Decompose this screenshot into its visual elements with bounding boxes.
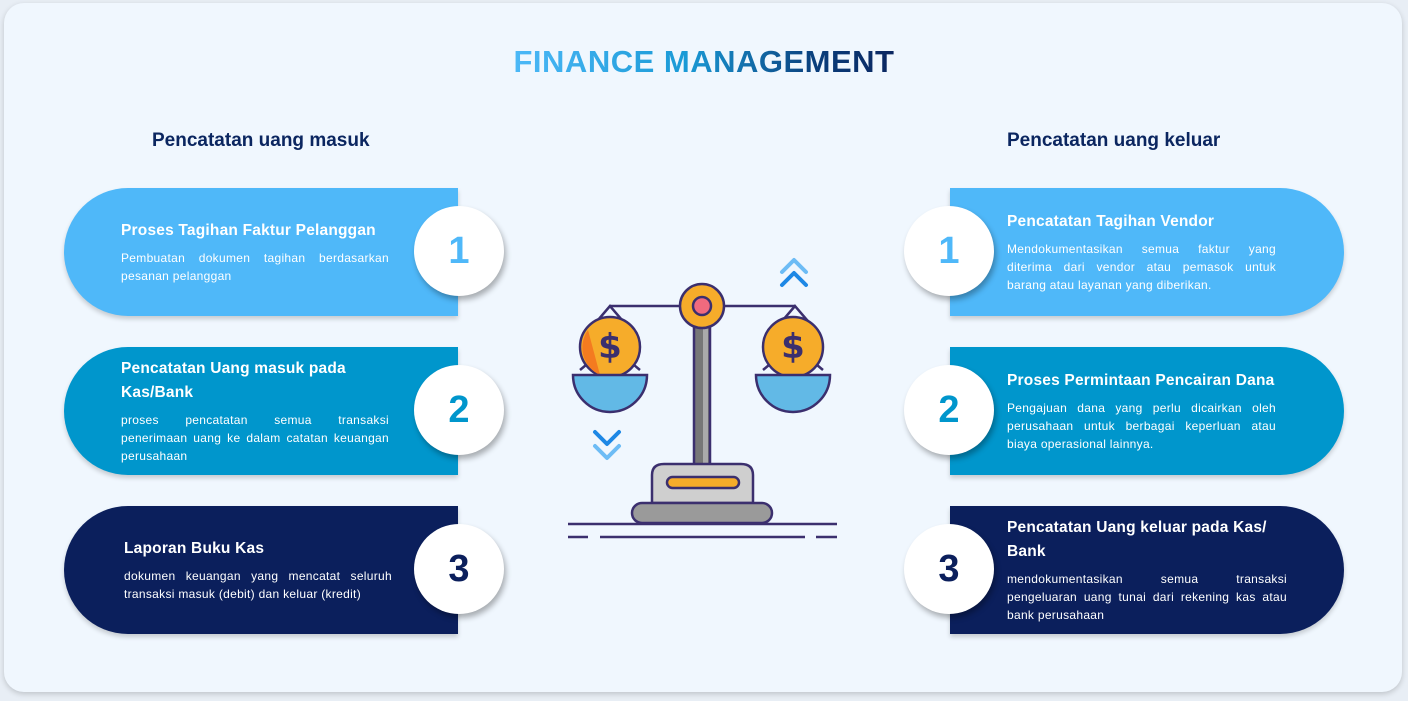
step-number-badge: 1 xyxy=(904,206,994,296)
balance-scale-illustration: $ $ xyxy=(568,258,837,539)
step-title: Proses Tagihan Faktur Pelanggan xyxy=(121,222,376,239)
step-title: Proses Permintaan Pencairan Dana xyxy=(1007,372,1275,389)
step-title: Laporan Buku Kas xyxy=(124,540,265,557)
step-title: Pencatatan Tagihan Vendor xyxy=(1007,213,1215,230)
step-number-badge: 3 xyxy=(414,524,504,614)
step-description: Pengajuan dana yang perlu dicairkan oleh… xyxy=(1007,401,1276,451)
up-arrows-icon xyxy=(780,258,808,287)
down-arrows-icon xyxy=(593,430,621,460)
step-title: Pencatatan Uang masuk pada Kas/Bank xyxy=(121,360,346,401)
step-number-badge: 3 xyxy=(904,524,994,614)
step-description: mendokumentasikan semua transaksi pengel… xyxy=(1007,572,1287,622)
expense-step-3-card: Pencatatan Uang keluar pada Kas/ Bank men… xyxy=(904,506,1344,634)
step-description: Pembuatan dokumen tagihan berdasarkan pe… xyxy=(121,251,389,283)
page-title: FINANCE MANAGEMENT xyxy=(513,44,895,79)
svg-text:$: $ xyxy=(781,327,805,367)
right-coin-icon: $ xyxy=(754,315,832,414)
income-step-2-card: Pencatatan Uang masuk pada Kas/Bank prose… xyxy=(64,347,504,475)
right-column-heading: Pencatatan uang keluar xyxy=(1007,130,1221,151)
step-description: dokumen keuangan yang mencatat seluruh t… xyxy=(124,569,392,601)
step-description: Mendokumentasikan semua faktur yang dite… xyxy=(1007,242,1276,292)
step-number-badge: 2 xyxy=(904,365,994,455)
left-column-heading: Pencatatan uang masuk xyxy=(152,130,370,151)
svg-text:$: $ xyxy=(598,327,622,367)
step-number-badge: 1 xyxy=(414,206,504,296)
step-number-badge: 2 xyxy=(414,365,504,455)
step-description: proses pencatatan semua transaksi peneri… xyxy=(121,413,389,463)
income-step-3-card: Laporan Buku Kas dokumen keuangan yang me… xyxy=(64,506,504,634)
step-title: Pencatatan Uang keluar pada Kas/ Bank xyxy=(1007,519,1267,560)
left-coin-icon: $ xyxy=(571,315,649,414)
